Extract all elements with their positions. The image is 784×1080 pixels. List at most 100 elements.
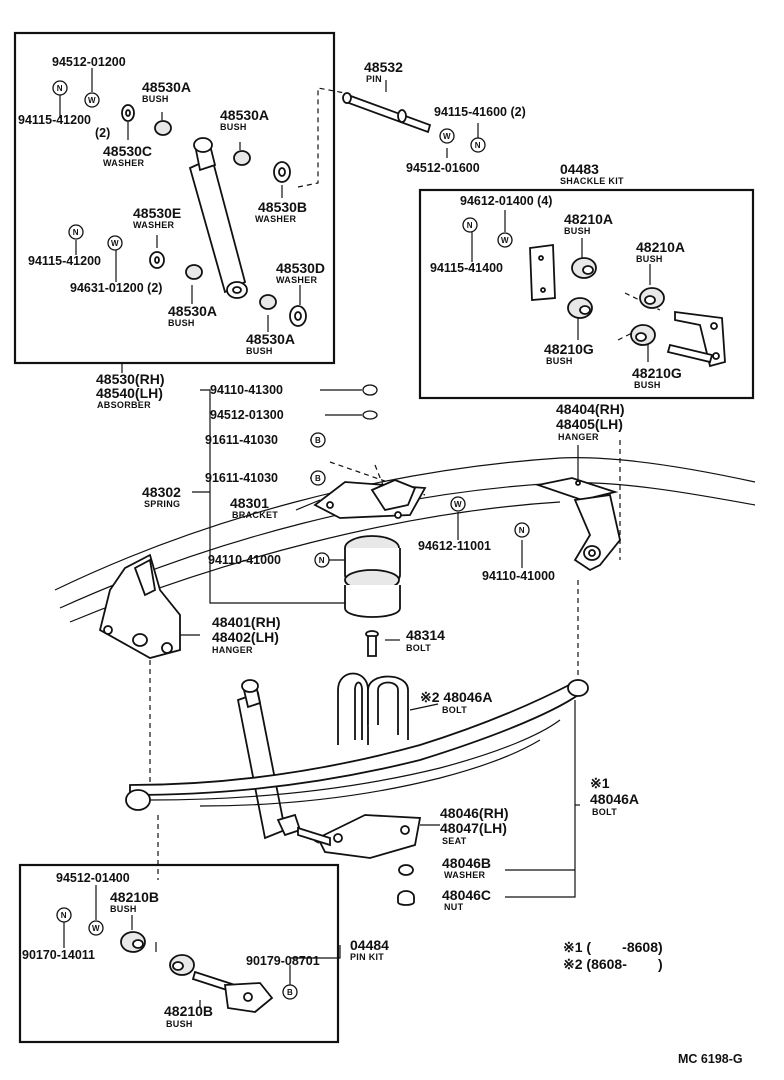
svg-text:PIN KIT: PIN KIT bbox=[350, 952, 384, 962]
part-48046C: 48046C bbox=[442, 887, 491, 903]
part-90170-14011: 90170-14011 bbox=[22, 948, 95, 962]
part-90179-08701: 90179-08701 bbox=[246, 954, 320, 968]
svg-text:W: W bbox=[454, 500, 462, 509]
svg-text:BUSH: BUSH bbox=[220, 122, 247, 132]
svg-text:N: N bbox=[467, 221, 473, 230]
part-48404: 48404(RH) bbox=[556, 401, 624, 417]
svg-text:B: B bbox=[315, 474, 321, 483]
svg-text:N: N bbox=[73, 228, 79, 237]
part-48210A-2: 48210A bbox=[636, 239, 685, 255]
svg-text:NUT: NUT bbox=[444, 902, 464, 912]
part-94110-41000-1: 94110-41000 bbox=[208, 553, 281, 567]
svg-text:HANGER: HANGER bbox=[212, 645, 253, 655]
note-2: ※2 (8608- ) bbox=[563, 956, 663, 972]
part-94115-41400: 94115-41400 bbox=[430, 261, 503, 275]
applicability-notes: ※1 ( -8608) ※2 (8608- ) bbox=[563, 939, 663, 972]
part-48530-absorber: 48530(RH) bbox=[96, 371, 164, 387]
part-94631-01200: 94631-01200 (2) bbox=[70, 281, 162, 295]
u-bolts bbox=[337, 672, 409, 745]
shock-absorber-main bbox=[236, 679, 302, 840]
part-48530A-2: 48530A bbox=[220, 107, 269, 123]
part-48046B: 48046B bbox=[442, 855, 491, 871]
nut-symbols: N N N N N N N bbox=[52, 80, 530, 923]
part-48046: 48046(RH) bbox=[440, 805, 508, 821]
part-94110-41000-2: 94110-41000 bbox=[482, 569, 555, 583]
svg-text:W: W bbox=[443, 132, 451, 141]
part-48530A-4: 48530A bbox=[246, 331, 295, 347]
bush-parts-upper bbox=[154, 120, 277, 310]
bracket-part bbox=[313, 479, 427, 519]
shackle-kit-parts bbox=[529, 243, 726, 368]
svg-text:WASHER: WASHER bbox=[444, 870, 486, 880]
svg-text:SPRING: SPRING bbox=[144, 499, 180, 509]
part-48314: 48314 bbox=[406, 627, 445, 643]
part-48210G-2: 48210G bbox=[632, 365, 682, 381]
part-94512-01200: 94512-01200 bbox=[52, 55, 126, 69]
svg-text:BUSH: BUSH bbox=[246, 346, 273, 356]
part-48046A-1: 48046A bbox=[590, 791, 639, 807]
part-48046A-2: ※2 48046A bbox=[420, 689, 492, 705]
washer-nut bbox=[397, 864, 415, 906]
part-48401: 48401(RH) bbox=[212, 614, 280, 630]
leaf-spring bbox=[125, 679, 589, 811]
shackle-kit-box bbox=[418, 188, 755, 400]
svg-text:WASHER: WASHER bbox=[276, 275, 318, 285]
part-48302: 48302 bbox=[142, 484, 181, 500]
part-48530D: 48530D bbox=[276, 260, 325, 276]
part-labels: 94512-01200 48530A BUSH 94115-41200 (2) … bbox=[18, 55, 685, 1029]
bolt-symbols: B B B bbox=[282, 432, 326, 1000]
part-91611-41030-1: 91611-41030 bbox=[205, 433, 278, 447]
svg-text:W: W bbox=[501, 236, 509, 245]
svg-text:BUSH: BUSH bbox=[546, 356, 573, 366]
svg-text:N: N bbox=[475, 141, 481, 150]
svg-text:N: N bbox=[57, 84, 63, 93]
svg-text:SEAT: SEAT bbox=[442, 836, 467, 846]
svg-text:HANGER: HANGER bbox=[558, 432, 599, 442]
svg-text:PIN: PIN bbox=[366, 74, 382, 84]
part-94612-11001: 94612-11001 bbox=[418, 539, 491, 553]
svg-text:N: N bbox=[319, 556, 325, 565]
part-48210B-2: 48210B bbox=[164, 1003, 213, 1019]
svg-text:BOLT: BOLT bbox=[592, 807, 617, 817]
pin-dash-line bbox=[297, 87, 346, 188]
svg-text:B: B bbox=[287, 988, 293, 997]
part-48530C: 48530C bbox=[103, 143, 152, 159]
spring-seat bbox=[297, 814, 422, 859]
figure-code: MC 6198-G bbox=[678, 1052, 743, 1066]
absorber-kit-box bbox=[13, 31, 336, 365]
svg-text:BUSH: BUSH bbox=[168, 318, 195, 328]
part-48301: 48301 bbox=[230, 495, 269, 511]
front-hanger bbox=[98, 553, 181, 659]
svg-text:BOLT: BOLT bbox=[406, 643, 431, 653]
svg-text:BRACKET: BRACKET bbox=[232, 510, 278, 520]
svg-text:BUSH: BUSH bbox=[634, 380, 661, 390]
bump-stopper bbox=[344, 535, 401, 618]
part-94115-41200-1: 94115-41200 bbox=[18, 113, 91, 127]
svg-text:N: N bbox=[61, 911, 67, 920]
svg-text:48540(LH): 48540(LH) bbox=[96, 385, 163, 401]
part-48210A-1: 48210A bbox=[564, 211, 613, 227]
part-04484: 04484 bbox=[350, 937, 389, 953]
svg-text:W: W bbox=[111, 239, 119, 248]
shackle-dash-2 bbox=[617, 332, 633, 341]
svg-text:WASHER: WASHER bbox=[133, 220, 175, 230]
part-48532: 48532 bbox=[364, 59, 403, 75]
svg-text:(2): (2) bbox=[95, 126, 110, 140]
note-mark-1: ※1 bbox=[590, 775, 610, 791]
part-94115-41200-2: 94115-41200 bbox=[28, 254, 101, 268]
part-48530E: 48530E bbox=[133, 205, 181, 221]
svg-text:ABSORBER: ABSORBER bbox=[97, 400, 151, 410]
svg-text:BUSH: BUSH bbox=[110, 904, 137, 914]
part-48530A-3: 48530A bbox=[168, 303, 217, 319]
svg-text:W: W bbox=[92, 924, 100, 933]
svg-text:BUSH: BUSH bbox=[636, 254, 663, 264]
part-91611-41030-2: 91611-41030 bbox=[205, 471, 278, 485]
svg-text:W: W bbox=[88, 96, 96, 105]
svg-text:BUSH: BUSH bbox=[564, 226, 591, 236]
bolt-48314 bbox=[365, 630, 379, 657]
note-1: ※1 ( -8608) bbox=[563, 939, 663, 955]
washer-parts-upper bbox=[121, 104, 307, 327]
part-04483: 04483 bbox=[560, 161, 599, 177]
part-94512-01300: 94512-01300 bbox=[210, 408, 284, 422]
